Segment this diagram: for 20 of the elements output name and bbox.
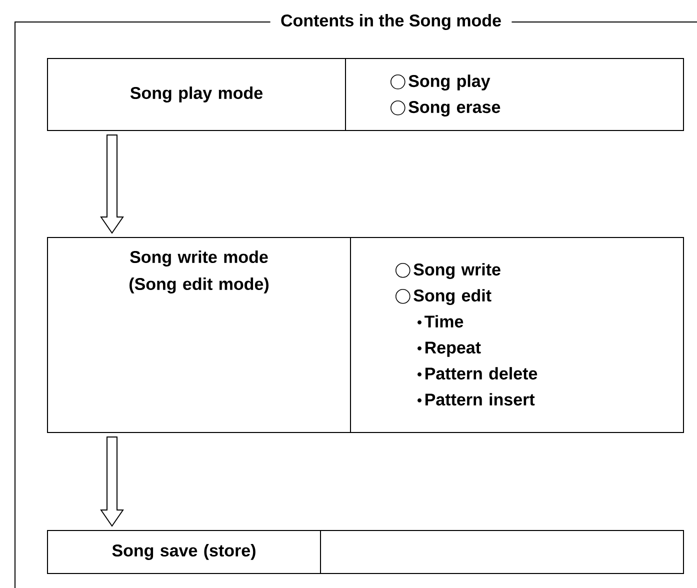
table-cell [345,58,684,131]
mode-label: Song play mode [130,86,263,102]
table-cell [47,530,321,574]
table-cell [47,237,351,433]
hollow-arrow [100,436,124,527]
option-text: Song play [408,74,490,90]
option-text: Song write [414,263,500,279]
option-text: Pattern insert [425,393,535,406]
mode-label: Song save (store) [112,544,256,560]
frame-title: Contents in the Song mode [281,14,501,30]
option-text: Time [424,315,464,328]
table-cell [350,237,684,433]
option-text: Repeat [425,342,481,357]
option-text: Song edit [414,289,492,305]
option-text: Song erase [408,101,500,116]
table-cell [320,530,684,574]
table-cell [47,58,346,131]
mode-label: Song write mode (Song edit mode) [130,250,268,294]
hollow-arrow [100,134,124,234]
option-text: Pattern delete [425,367,538,380]
